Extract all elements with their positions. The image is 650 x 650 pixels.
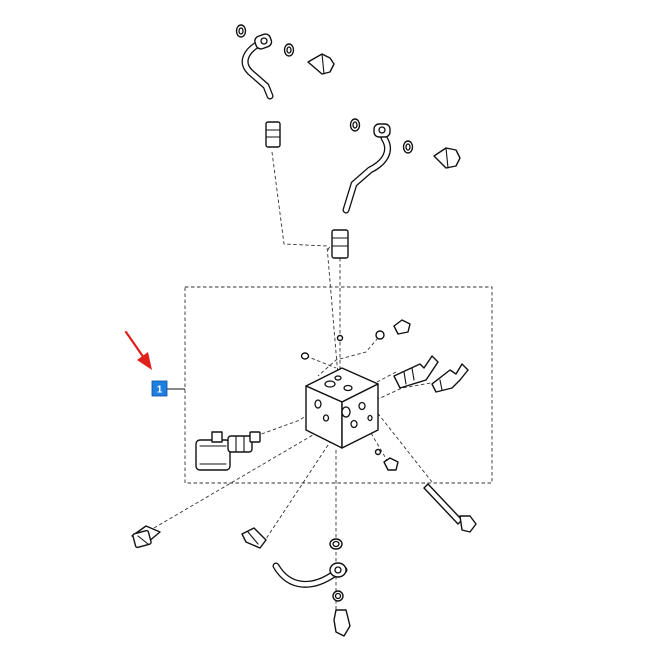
- red-indicator-arrow-icon: [124, 330, 152, 370]
- solenoid-valve: [195, 431, 261, 471]
- upper-left-pipe-assembly: [235, 24, 335, 148]
- right-fittings: [393, 355, 469, 393]
- assembly-boundary-box: [184, 286, 493, 484]
- banjo-bolt: [307, 53, 335, 75]
- o-ring: [336, 334, 344, 342]
- o-ring: [375, 330, 385, 340]
- assembly-small-parts: [300, 319, 411, 471]
- o-ring: [300, 352, 310, 360]
- solenoid-cartridge: [227, 435, 253, 453]
- lower-pipe-assembly: [241, 527, 351, 637]
- long-through-bolt: [423, 483, 477, 533]
- pipe-union: [331, 229, 349, 259]
- solenoid-coil: [195, 439, 231, 471]
- o-ring: [374, 448, 382, 456]
- valve-block: [305, 367, 379, 449]
- upper-right-pipe-assembly: [331, 118, 461, 259]
- block-right-face: [341, 383, 379, 449]
- plug-screw: [393, 319, 411, 335]
- callout-1[interactable]: 1: [151, 380, 168, 397]
- lower-left-fitting: [131, 525, 161, 549]
- check-valve-fitting: [431, 363, 469, 393]
- callout-box[interactable]: [151, 380, 168, 397]
- pipe-union: [265, 121, 281, 148]
- solenoid-connector: [211, 431, 223, 443]
- callout-number: 1: [157, 385, 163, 396]
- banjo-bolt: [333, 609, 351, 637]
- check-valve-fitting: [393, 355, 439, 389]
- plug-screw: [383, 457, 399, 471]
- pipe-union: [241, 527, 267, 549]
- bolt-head: [459, 515, 477, 533]
